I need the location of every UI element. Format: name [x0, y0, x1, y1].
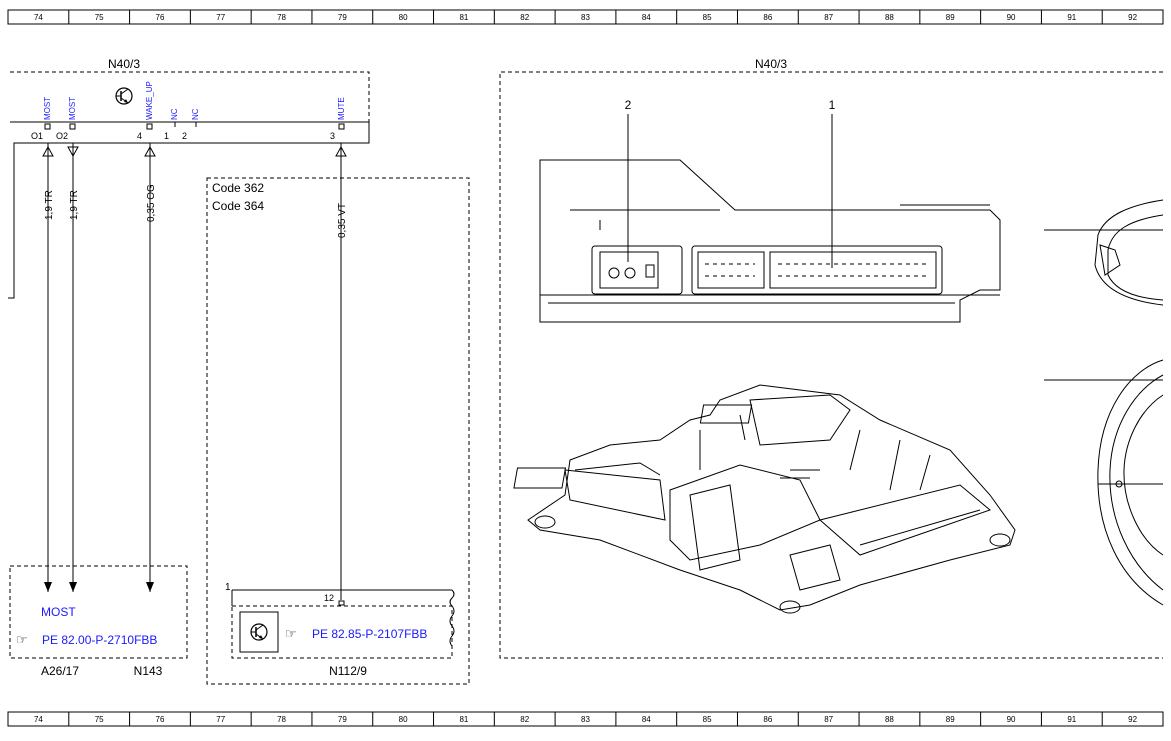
ruler-label: 89 — [946, 13, 955, 22]
ruler-label: 85 — [703, 13, 712, 22]
pin-signal-label: MOST — [68, 97, 77, 120]
control-unit-front-view — [539, 159, 1001, 323]
ruler-label: 80 — [399, 715, 408, 724]
ruler-label: 76 — [156, 715, 165, 724]
wire-label: 0,35 OG — [146, 184, 157, 222]
pin-signal-label: MUTE — [337, 97, 346, 120]
ruler-label: 77 — [216, 715, 225, 724]
ruler-label: 74 — [34, 715, 43, 724]
ruler-label: 84 — [642, 715, 651, 724]
right-panel: N40/3 2 1 — [499, 57, 1164, 659]
ruler-label: 88 — [885, 715, 894, 724]
ruler-label: 85 — [703, 715, 712, 724]
ruler-label: 80 — [399, 13, 408, 22]
bottom-left-box: MOST ☞ PE 82.00-P-2710FBB A26/17 N143 — [9, 565, 188, 678]
code-box: Code 362 Code 364 — [206, 177, 470, 685]
ruler-label: 91 — [1067, 13, 1076, 22]
n112-pin-left: 1 — [225, 582, 231, 593]
pin-number: O1 — [31, 131, 43, 141]
ruler-label: 83 — [581, 715, 590, 724]
ruler-label: 88 — [885, 13, 894, 22]
wire-label: 0,35 VT — [337, 203, 348, 238]
ruler-label: 87 — [824, 715, 833, 724]
pin-signal-label: MOST — [43, 97, 52, 120]
transistor-icon — [115, 87, 133, 105]
ruler-label: 75 — [95, 715, 104, 724]
ruler-label: 89 — [946, 715, 955, 724]
ruler-label: 83 — [581, 13, 590, 22]
ruler-label: 86 — [763, 13, 772, 22]
wire-label: 1,9 TR — [69, 190, 80, 220]
right-panel-title: N40/3 — [755, 57, 787, 71]
pin-signal-label: WAKE_UP — [145, 81, 154, 120]
pointing-hand-icon: ☞ — [285, 626, 297, 641]
ruler-label: 79 — [338, 13, 347, 22]
pin-markers — [44, 122, 345, 130]
n112-ref-link[interactable]: PE 82.85-P-2107FBB — [312, 627, 427, 641]
transistor-icon — [250, 623, 268, 641]
ruler-label: 92 — [1128, 715, 1137, 724]
bottom-ruler: 74 75 76 77 78 79 80 81 82 83 84 85 86 87 88 89 90 91 92 — [7, 711, 1164, 727]
ruler-label: 82 — [520, 715, 529, 724]
ruler-label: 78 — [277, 13, 286, 22]
ruler-label: 75 — [95, 13, 104, 22]
code-label: Code 364 — [212, 199, 264, 213]
ruler-label: 92 — [1128, 13, 1137, 22]
ruler-label: 90 — [1007, 13, 1016, 22]
control-unit-iso-view — [513, 384, 1016, 614]
n112-box: 1 12 ☞ PE 82.85-P-2107FBB N112/9 — [225, 582, 455, 678]
n112-name: N112/9 — [329, 664, 367, 678]
car-front-view — [1044, 199, 1164, 306]
pin-signal-label: NC — [191, 108, 200, 120]
pin-signal-label: NC — [170, 108, 179, 120]
component-name: A26/17 — [41, 664, 79, 678]
left-module-n40-3: N40/3 MOST MOST WAKE_UP NC NC MUTE — [8, 57, 370, 299]
ruler-label: 81 — [459, 13, 468, 22]
component-name: N143 — [134, 664, 163, 678]
ruler-label: 86 — [763, 715, 772, 724]
ruler-label: 82 — [520, 13, 529, 22]
car-top-view — [1044, 359, 1164, 606]
ruler-label: 74 — [34, 13, 43, 22]
ruler-label: 91 — [1067, 715, 1076, 724]
top-ruler: 74 75 76 77 78 79 80 81 82 83 84 85 86 87 88 89 90 91 92 — [7, 9, 1164, 25]
ruler-label: 87 — [824, 13, 833, 22]
callout-1: 1 — [829, 98, 836, 112]
ruler-label: 79 — [338, 715, 347, 724]
most-label: MOST — [41, 605, 76, 619]
wires: 1,9 TR 1,9 TR 0,35 OG 0,35 VT — [42, 143, 348, 600]
pointing-hand-icon: ☞ — [16, 632, 28, 647]
ruler-label: 81 — [459, 715, 468, 724]
pin-number: 4 — [137, 131, 142, 141]
most-ref-link[interactable]: PE 82.00-P-2710FBB — [42, 633, 157, 647]
n112-pin: 12 — [324, 593, 334, 603]
code-label: Code 362 — [212, 181, 264, 195]
ruler-label: 76 — [156, 13, 165, 22]
ruler-label: 84 — [642, 13, 651, 22]
left-module-title: N40/3 — [108, 57, 140, 71]
wire-label: 1,9 TR — [44, 190, 55, 220]
pin-number: 1 — [164, 131, 169, 141]
ruler-label: 77 — [216, 13, 225, 22]
ruler-label: 78 — [277, 715, 286, 724]
pin-number: 3 — [330, 131, 335, 141]
pin-number: 2 — [182, 131, 187, 141]
ruler-label: 90 — [1007, 715, 1016, 724]
callout-2: 2 — [625, 98, 632, 112]
pin-number: O2 — [56, 131, 68, 141]
